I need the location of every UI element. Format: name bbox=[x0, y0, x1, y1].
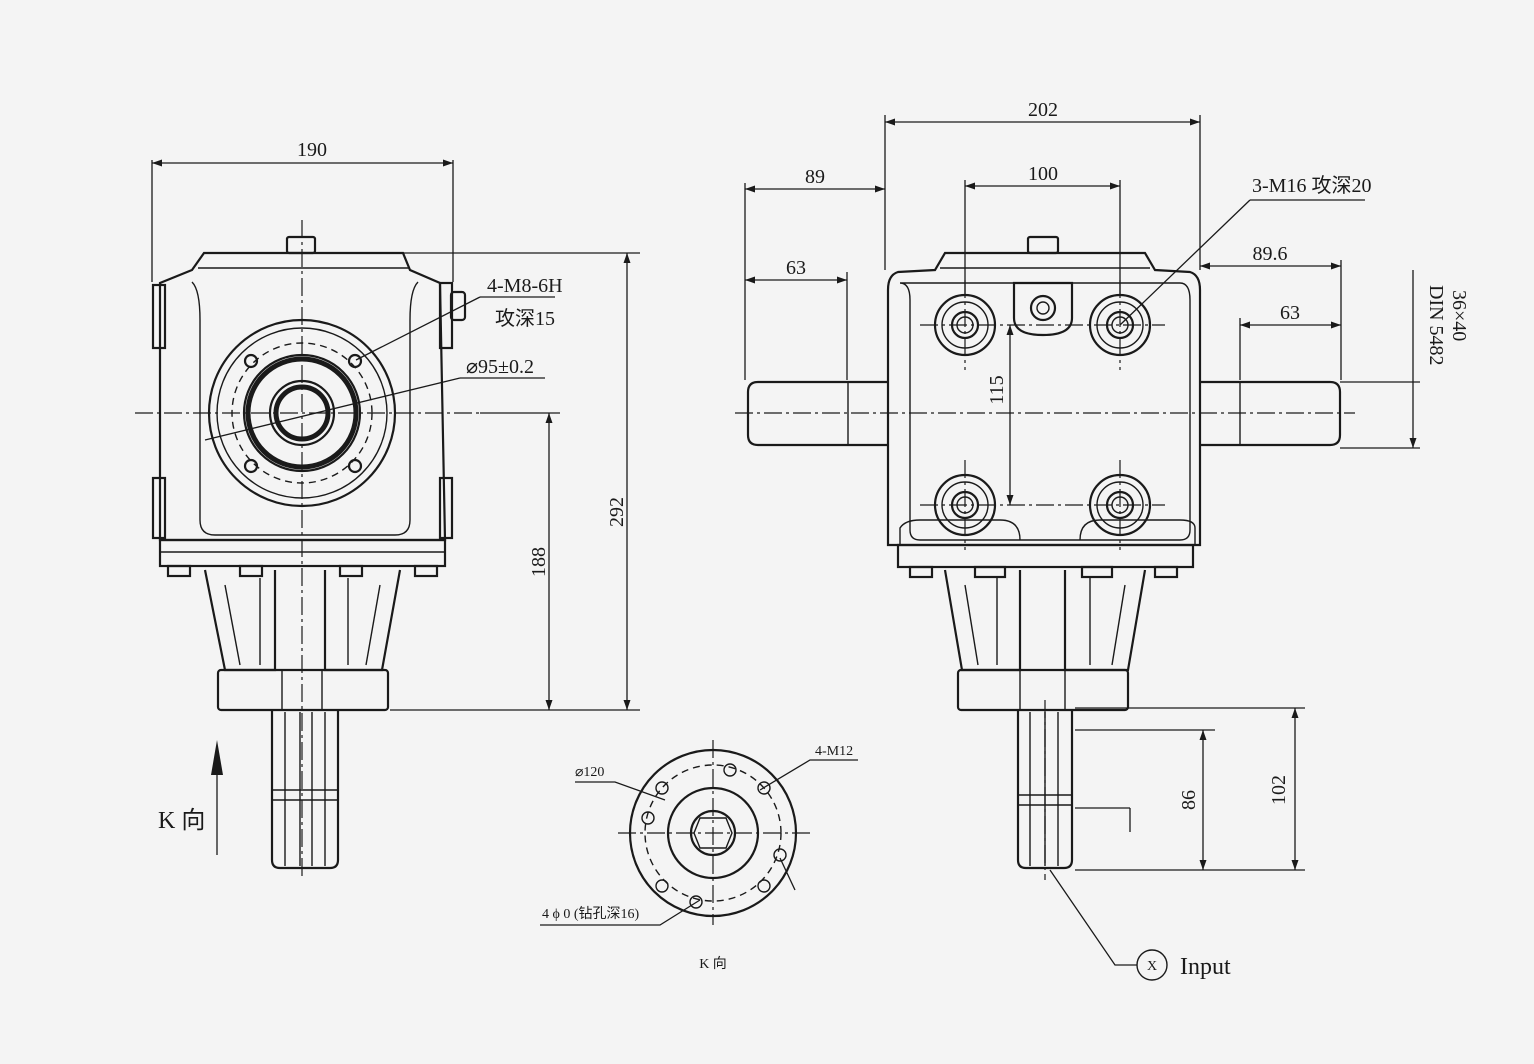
side-spline-spec-1: 36×40 bbox=[1448, 290, 1470, 341]
side-housing-outline bbox=[886, 251, 1202, 547]
leader-k-pcd bbox=[575, 781, 666, 801]
k-view: ⌀120 4-M12 4 ϕ 0 (钻孔深16) K 向 bbox=[540, 740, 858, 972]
front-thread-callout-2: 攻深15 bbox=[495, 307, 555, 330]
leader-k-thread bbox=[759, 759, 858, 791]
front-spline-shaft bbox=[270, 710, 340, 870]
leader-front-thread bbox=[355, 296, 481, 361]
input-marker-label: X bbox=[1147, 959, 1157, 974]
k-view-hole bbox=[757, 879, 771, 893]
dim-side-right-shaft-label: 63 bbox=[1280, 302, 1300, 324]
dim-side-left-shaft-label: 63 bbox=[786, 257, 806, 279]
k-view-hole bbox=[689, 895, 703, 909]
dim-front-shaft-height-label: 188 bbox=[528, 547, 550, 577]
side-support-right bbox=[1063, 569, 1147, 672]
front-housing-inner bbox=[191, 281, 419, 536]
k-view-arrow bbox=[211, 740, 223, 775]
side-view: 202 89 63 100 3-M16 攻深20 89.6 63 115 bbox=[735, 99, 1470, 981]
side-support-left bbox=[943, 569, 1022, 672]
k-view-arrow-label: K 向 bbox=[158, 807, 205, 834]
dim-side-input-shaft-label: 86 bbox=[1178, 790, 1200, 810]
k-view-hole bbox=[655, 879, 669, 893]
k-view-hole bbox=[641, 811, 655, 825]
dim-front-height-label: 292 bbox=[606, 497, 628, 527]
k-view-thread-callout: 4-M12 bbox=[815, 744, 853, 759]
leader-side-thread bbox=[1119, 199, 1251, 326]
dim-side-input-total-label: 102 bbox=[1268, 775, 1290, 805]
k-view-hole-callout: 4 ϕ 0 (钻孔深16) bbox=[542, 906, 640, 922]
side-base-plate bbox=[896, 543, 1195, 569]
front-thread-callout-1: 4-M8-6H bbox=[487, 275, 563, 297]
dim-front-width-label: 190 bbox=[297, 139, 327, 161]
side-top-cap bbox=[1026, 235, 1060, 255]
input-marker-circle bbox=[1136, 949, 1168, 981]
front-support-left bbox=[203, 569, 277, 672]
front-view: 190 292 188 4-M8-6H 攻深15 ⌀95±0.2 K 向 bbox=[135, 139, 640, 880]
front-bolt-hole bbox=[347, 353, 363, 369]
side-spline-spec-2: DIN 5482 bbox=[1425, 285, 1447, 366]
k-view-hole bbox=[757, 781, 771, 795]
k-view-pcd-callout: ⌀120 bbox=[575, 765, 604, 780]
front-top-cap bbox=[285, 235, 317, 255]
front-bolt-hole bbox=[243, 353, 259, 369]
k-view-hole bbox=[773, 848, 787, 862]
input-label: Input bbox=[1180, 954, 1231, 980]
front-bore-callout: ⌀95±0.2 bbox=[466, 356, 534, 378]
front-bottom-block bbox=[216, 668, 390, 712]
front-bolt-hole bbox=[243, 458, 259, 474]
leader-input bbox=[1049, 869, 1137, 966]
front-support-right bbox=[323, 569, 402, 672]
side-thread-callout: 3-M16 攻深20 bbox=[1252, 174, 1371, 197]
dim-side-left-offset-label: 89 bbox=[805, 166, 825, 188]
leader-k-hole bbox=[540, 899, 701, 926]
side-top-boss bbox=[1012, 281, 1074, 337]
k-view-hole bbox=[655, 781, 669, 795]
dim-side-vertical-bolt-label: 115 bbox=[986, 375, 1008, 404]
leader-front-bore bbox=[204, 377, 461, 441]
front-bolt-hole bbox=[347, 458, 363, 474]
dim-side-width-label: 202 bbox=[1028, 99, 1058, 121]
front-side-plug bbox=[449, 290, 467, 322]
side-bottom-block bbox=[956, 668, 1130, 712]
k-view-hole bbox=[723, 763, 737, 777]
k-view-label: K 向 bbox=[699, 956, 727, 972]
dim-side-right-offset-label: 89.6 bbox=[1253, 243, 1288, 265]
dim-side-bolt-spacing-label: 100 bbox=[1028, 163, 1058, 185]
